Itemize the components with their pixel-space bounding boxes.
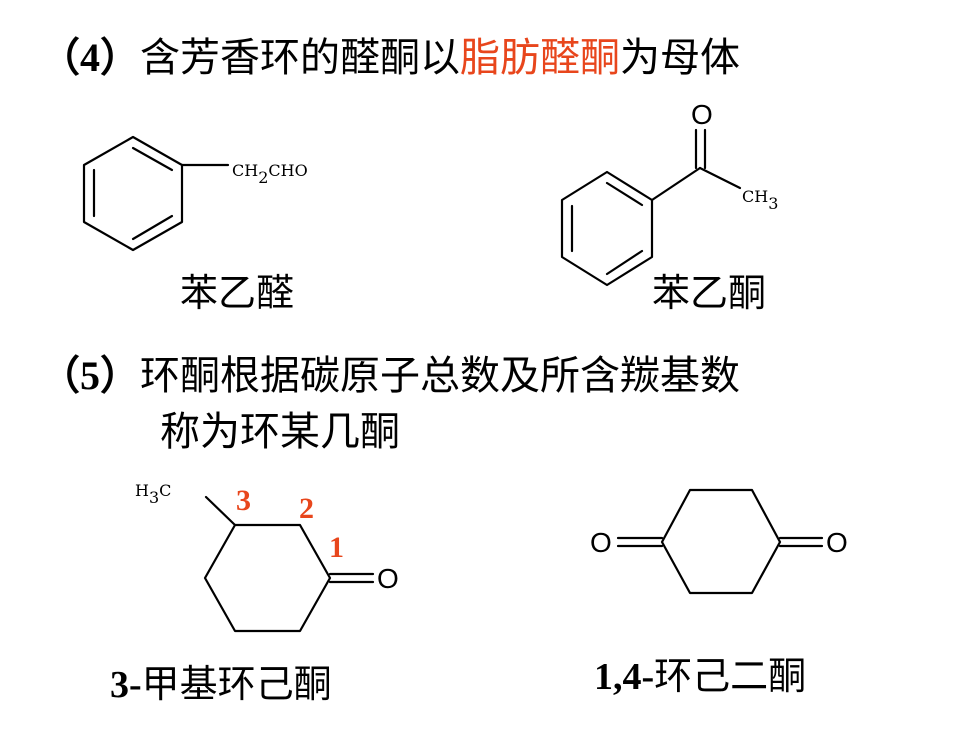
phenylacetaldehyde-name: 苯乙醛 — [180, 271, 295, 315]
methylcyclohexanone-methyl-bond — [204, 495, 237, 527]
section-4-highlight: 脂肪醛酮 — [460, 35, 620, 81]
methylcyclohexanone-oxygen: O — [377, 563, 399, 594]
cyclohexanedione-name-number: 1,4- — [594, 656, 655, 698]
cyclohexanedione-name-text: 环己二酮 — [654, 654, 807, 698]
section-5-line1: 环酮根据碳原子总数及所含羰基数 — [140, 353, 740, 399]
locant-3: 3 — [236, 484, 251, 517]
methylcyclohexanone-name-number: 3- — [110, 664, 142, 706]
section-4-heading: （4）含芳香环的醛酮以脂肪醛酮为母体 — [40, 34, 740, 82]
cyclohexanedione-left-oxygen: O — [590, 527, 612, 558]
section-5-heading-line2: 称为环某几酮 — [160, 409, 400, 455]
acetophenone-benzene-ring — [560, 170, 654, 287]
methylcyclohexanone-ring — [203, 523, 332, 633]
section-4-text-after: 为母体 — [620, 35, 740, 81]
section-5-heading-line1: （5）环酮根据碳原子总数及所含羰基数 — [40, 352, 740, 400]
cyclohexanedione-name: 1,4-环己二酮 — [594, 645, 806, 700]
locant-2: 2 — [299, 492, 314, 525]
cyclohexanedione-right-oxygen: O — [826, 527, 848, 558]
phenylacetaldehyde-benzene-ring — [82, 135, 184, 252]
methylcyclohexanone-name-text: 甲基环己酮 — [141, 662, 332, 706]
section-5-number: （5） — [40, 353, 140, 398]
section-4-text-before: 含芳香环的醛酮以 — [140, 35, 460, 81]
section-4-number: （4） — [40, 35, 140, 80]
methylcyclohexanone-name: 3-甲基环己酮 — [110, 653, 332, 708]
acetophenone-methyl: CH3 — [742, 187, 778, 213]
locant-1: 1 — [329, 531, 344, 564]
acetophenone-oxygen: O — [691, 99, 713, 130]
phenylacetaldehyde-substituent: CH2CHO — [232, 161, 308, 187]
acetophenone-methyl-bond — [698, 166, 742, 190]
acetophenone-ring-carbonyl-bond — [650, 166, 702, 202]
acetophenone-name: 苯乙酮 — [652, 271, 767, 315]
cyclohexanedione-ring — [660, 488, 782, 595]
methylcyclohexanone-methyl-group: H3C — [135, 481, 171, 507]
